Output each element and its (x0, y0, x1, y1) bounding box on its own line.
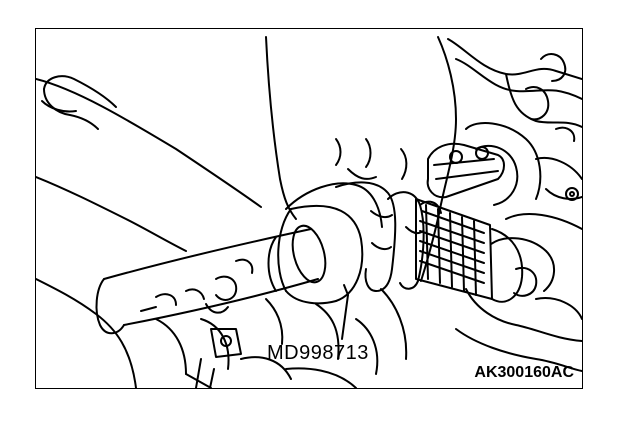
technical-illustration: MD998713 AK300160AC (35, 28, 583, 389)
leader-line (341, 284, 349, 340)
engine-block (447, 38, 582, 372)
thumb (41, 75, 117, 130)
hand (265, 36, 457, 292)
tool-part-number: MD998713 (267, 342, 369, 364)
engine-tool-drawing (36, 36, 582, 388)
cam-bracket (415, 142, 524, 303)
socket-tool (95, 204, 364, 335)
wrench-handle (36, 78, 262, 252)
lower-machinery (36, 278, 408, 388)
figure-code: AK300160AC (474, 364, 574, 381)
